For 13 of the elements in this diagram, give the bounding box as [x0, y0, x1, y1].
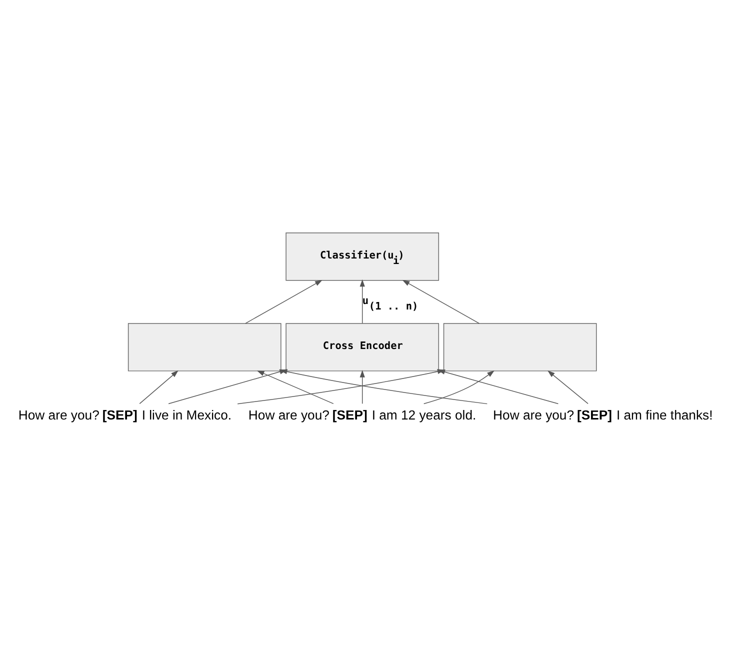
node-text: How are you? [SEP] I am 12 years old.: [248, 406, 476, 422]
arrow: [360, 278, 365, 324]
node-box: Cross Encoder: [286, 322, 440, 371]
node-text: How are you? [SEP] I live in Mexico.: [18, 406, 232, 422]
node-box: [443, 322, 597, 371]
arrow: [245, 279, 322, 324]
arrow: [256, 370, 334, 404]
arrow: [548, 370, 588, 404]
arrow: [402, 279, 480, 324]
arrow: [360, 370, 365, 404]
node-box: [128, 322, 282, 371]
node-text: How are you? [SEP] I am fine thanks!: [493, 406, 713, 422]
arrow: [139, 370, 178, 404]
